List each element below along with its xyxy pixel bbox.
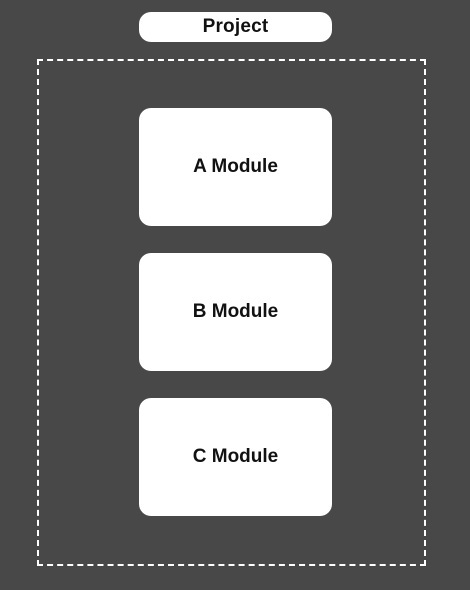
project-container-dashed-border — [37, 59, 426, 566]
module-b-card: B Module — [139, 253, 332, 371]
module-a-card: A Module — [139, 108, 332, 226]
project-title-label: Project — [139, 12, 332, 42]
module-c-card: C Module — [139, 398, 332, 516]
